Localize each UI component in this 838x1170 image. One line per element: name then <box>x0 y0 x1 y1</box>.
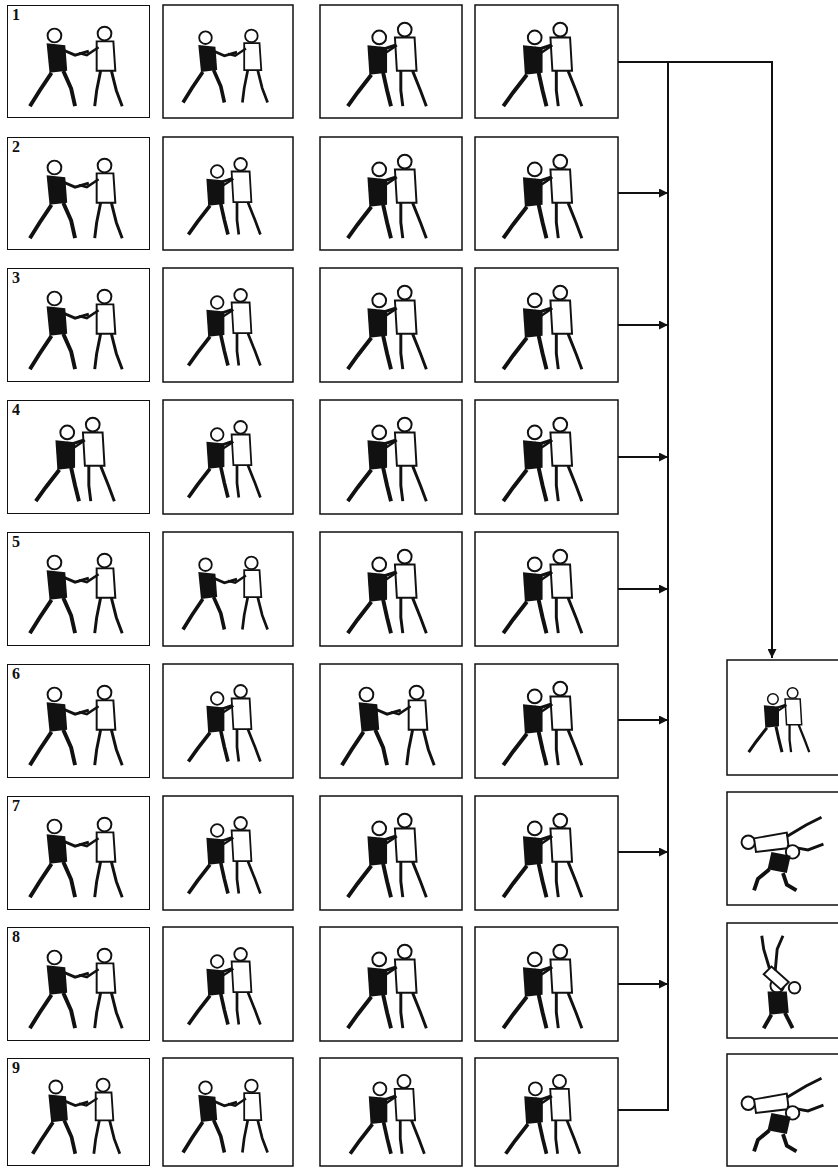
numbered-panel: 9 <box>7 1058 150 1166</box>
callout-number: 3 <box>12 270 20 286</box>
numbered-panel: 5 <box>7 532 150 646</box>
callout-number: 8 <box>12 929 20 945</box>
numbered-panel: 6 <box>7 664 150 778</box>
panel-frames <box>163 5 838 1166</box>
callout-number: 7 <box>12 798 20 814</box>
callout-number: 1 <box>12 7 20 23</box>
callout-number: 6 <box>12 666 20 682</box>
numbered-panel: 7 <box>7 796 150 910</box>
numbered-panel: 8 <box>7 927 150 1041</box>
callout-number: 9 <box>12 1060 20 1076</box>
flow-lines <box>618 62 772 1110</box>
wrestler-figures <box>30 23 824 1154</box>
numbered-panel: 4 <box>7 400 150 514</box>
callout-number: 4 <box>12 402 20 418</box>
callout-number: 5 <box>12 534 20 550</box>
numbered-panel: 3 <box>7 268 150 382</box>
callout-number: 2 <box>12 139 20 155</box>
numbered-panel: 1 <box>7 5 150 118</box>
numbered-panel: 2 <box>7 137 150 250</box>
